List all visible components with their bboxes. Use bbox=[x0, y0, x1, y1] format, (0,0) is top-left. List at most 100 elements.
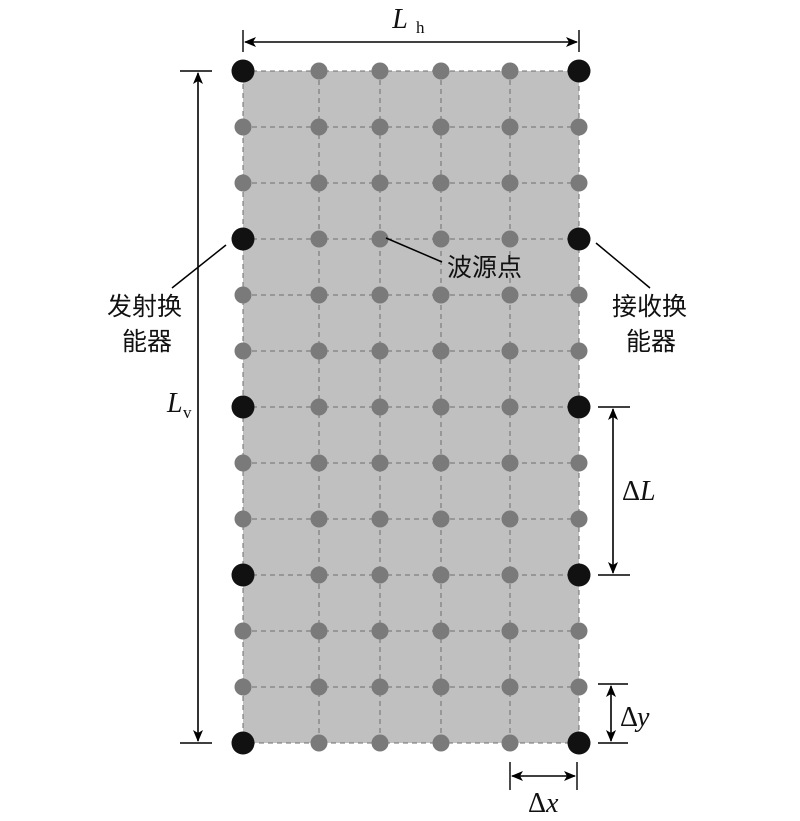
test-panel bbox=[242, 70, 580, 744]
wave-source-dot bbox=[432, 454, 450, 472]
delta-y-dimension: Δ y bbox=[598, 683, 650, 744]
wave-source-dot bbox=[432, 286, 450, 304]
wave-source-dot bbox=[371, 230, 389, 248]
wave-source-dot bbox=[234, 174, 252, 192]
wave-source-dot bbox=[371, 454, 389, 472]
wave-source-dot bbox=[310, 398, 328, 416]
wave-source-dot bbox=[501, 398, 519, 416]
wave-source-dot bbox=[432, 398, 450, 416]
wave-source-dot bbox=[310, 510, 328, 528]
wave-source-dot bbox=[310, 342, 328, 360]
transmitter-dot bbox=[231, 563, 255, 587]
receiver-label-line1: 接收换 bbox=[612, 292, 687, 321]
wave-source-dot bbox=[310, 230, 328, 248]
wave-source-dot bbox=[570, 286, 588, 304]
wave-source-dot bbox=[310, 454, 328, 472]
wave-source-dot bbox=[501, 230, 519, 248]
delta-l-symbol: Δ bbox=[622, 476, 640, 507]
wave-source-dot bbox=[501, 118, 519, 136]
wave-source-dot bbox=[501, 734, 519, 752]
wave-source-dot bbox=[501, 286, 519, 304]
wave-source-dot bbox=[371, 622, 389, 640]
wave-source-dot bbox=[371, 510, 389, 528]
wave-source-dot bbox=[432, 734, 450, 752]
wave-source-dot bbox=[570, 678, 588, 696]
wave-source-dot bbox=[234, 678, 252, 696]
wave-source-dot bbox=[310, 118, 328, 136]
wave-source-dot bbox=[501, 62, 519, 80]
lh-dimension: L h bbox=[242, 4, 580, 52]
wave-source-dots bbox=[234, 62, 588, 752]
wave-source-dot bbox=[371, 566, 389, 584]
wave-source-dot bbox=[570, 342, 588, 360]
wave-source-dot bbox=[371, 398, 389, 416]
wave-source-dot bbox=[234, 286, 252, 304]
receiver-dot bbox=[567, 563, 591, 587]
wave-source-dot bbox=[570, 622, 588, 640]
wave-source-dot bbox=[310, 62, 328, 80]
wave-source-dot bbox=[432, 118, 450, 136]
wave-source-dot bbox=[371, 734, 389, 752]
wave-source-dot bbox=[310, 174, 328, 192]
wave-source-dot bbox=[234, 342, 252, 360]
receiver-dot bbox=[567, 395, 591, 419]
wave-source-dot bbox=[310, 286, 328, 304]
receiver-callout: 接收换 能器 bbox=[595, 242, 687, 356]
lv-label: L bbox=[166, 388, 183, 419]
wave-source-dot bbox=[234, 454, 252, 472]
transmitter-dot bbox=[231, 227, 255, 251]
wave-source-dot bbox=[570, 510, 588, 528]
transmitter-label-line1: 发射换 bbox=[107, 292, 182, 321]
transmitter-dot bbox=[231, 731, 255, 755]
delta-x-var: x bbox=[545, 788, 559, 819]
wave-source-dot bbox=[371, 174, 389, 192]
transmitter-dot bbox=[231, 395, 255, 419]
transducer-dots bbox=[231, 59, 591, 755]
delta-l-dimension: Δ L bbox=[598, 406, 656, 576]
wave-source-dot bbox=[501, 454, 519, 472]
wave-source-dot bbox=[432, 62, 450, 80]
transmitter-label-line2: 能器 bbox=[122, 327, 172, 356]
receiver-dot bbox=[567, 731, 591, 755]
wave-source-dot bbox=[501, 678, 519, 696]
receiver-dot bbox=[567, 59, 591, 83]
wave-source-dot bbox=[432, 622, 450, 640]
wave-source-dot bbox=[310, 678, 328, 696]
wave-source-callout: 波源点 bbox=[385, 237, 522, 282]
wave-source-dot bbox=[570, 454, 588, 472]
delta-y-symbol: Δ bbox=[620, 702, 638, 733]
delta-x-symbol: Δ bbox=[528, 788, 546, 819]
transmitter-dot bbox=[231, 59, 255, 83]
wave-source-dot bbox=[432, 230, 450, 248]
wave-source-dot bbox=[234, 622, 252, 640]
wave-source-dot bbox=[501, 622, 519, 640]
lh-label: L bbox=[391, 4, 408, 35]
wave-source-dot bbox=[432, 174, 450, 192]
wave-source-dot bbox=[310, 566, 328, 584]
wave-source-dot bbox=[234, 118, 252, 136]
wave-source-dot bbox=[310, 734, 328, 752]
wave-source-dot bbox=[432, 566, 450, 584]
wave-source-dot bbox=[501, 174, 519, 192]
wave-source-dot bbox=[310, 622, 328, 640]
wave-source-dot bbox=[501, 342, 519, 360]
delta-y-var: y bbox=[634, 702, 650, 733]
wave-source-dot bbox=[371, 678, 389, 696]
delta-x-dimension: Δ x bbox=[509, 762, 578, 819]
wave-source-dot bbox=[570, 174, 588, 192]
receiver-dot bbox=[567, 227, 591, 251]
lv-dimension: L v bbox=[160, 70, 212, 744]
wave-source-dot bbox=[371, 342, 389, 360]
lv-subscript: v bbox=[183, 403, 192, 422]
wave-source-dot bbox=[234, 510, 252, 528]
wave-source-dot bbox=[501, 510, 519, 528]
receiver-label-line2: 能器 bbox=[626, 327, 676, 356]
transmitter-callout: 发射换 能器 bbox=[107, 244, 227, 356]
wave-source-dot bbox=[432, 510, 450, 528]
wave-source-dot bbox=[432, 342, 450, 360]
wave-source-dot bbox=[570, 118, 588, 136]
delta-l-var: L bbox=[639, 476, 656, 507]
wave-source-dot bbox=[501, 566, 519, 584]
wave-source-dot bbox=[371, 286, 389, 304]
